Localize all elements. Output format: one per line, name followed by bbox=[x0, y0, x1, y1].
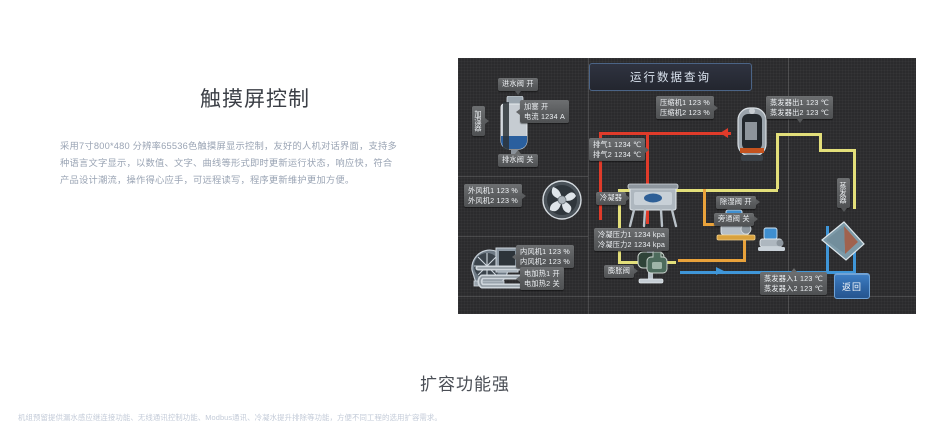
hmi-title-bar: 运行数据查询 bbox=[589, 63, 752, 91]
pipe-liquid-top-h bbox=[776, 133, 821, 136]
label-dehumid-valve: 除湿阀 开 bbox=[716, 196, 760, 209]
label-condenser: 冷凝器 bbox=[596, 192, 631, 205]
divider-vertical-left bbox=[588, 58, 589, 314]
label-drain-valve: 排水阀 关 bbox=[498, 150, 538, 167]
bottom-section-heading: 扩容功能强 bbox=[420, 375, 510, 394]
label-discharge-temp-2: 排气2 1234 ℃ bbox=[593, 149, 642, 159]
pipe-liquid-mid-drop bbox=[618, 189, 621, 263]
label-evap-out-2: 蒸发器出2 123 ℃ bbox=[770, 107, 830, 117]
label-evaporator: 蒸发器 bbox=[837, 178, 850, 212]
label-evaporator-inlet-temps: 蒸发器入1 123 ℃ 蒸发器入2 123 ℃ bbox=[760, 268, 828, 295]
compressor-icon bbox=[732, 104, 772, 164]
bottom-section-caption: 机组预留提供漏水感应继连接功能、无线通讯控制功能、Modbus通讯、冷凝水提升排… bbox=[18, 413, 442, 422]
label-discharge-temp-1: 排气1 1234 ℃ bbox=[593, 140, 642, 149]
label-compressor-1: 压缩机1 123 % bbox=[660, 98, 710, 107]
pipe-liquid-right2 bbox=[819, 149, 855, 152]
pipe-liquid-right bbox=[819, 133, 822, 151]
divider-vertical-right bbox=[788, 58, 789, 314]
label-electric-heater-2: 电加热2 关 bbox=[524, 278, 560, 288]
label-evap-in-2: 蒸发器入2 123 ℃ bbox=[764, 283, 824, 293]
return-button[interactable]: 返回 bbox=[834, 273, 870, 299]
label-indoor-fan-2: 内风机2 123 % bbox=[520, 256, 570, 266]
divider-horizontal-1 bbox=[458, 176, 588, 177]
page-title: 触摸屏控制 bbox=[200, 88, 310, 111]
label-evap-in-1: 蒸发器入1 123 ℃ bbox=[764, 274, 824, 283]
pipe-suction-evap bbox=[826, 226, 829, 272]
label-bypass-valve: 旁通阀 关 bbox=[714, 213, 758, 226]
pipe-hot-gas-horizontal bbox=[599, 132, 731, 135]
label-outdoor-fan-1: 外风机1 123 % bbox=[468, 186, 518, 195]
axial-fan-icon bbox=[540, 180, 584, 222]
label-cond-pressure-1: 冷凝压力1 1234 kpa bbox=[598, 230, 666, 239]
touchscreen-text-column: 触摸屏控制 采用7寸800*480 分辨率65536色触摸屏显示控制，友好的人机… bbox=[0, 0, 450, 330]
label-heater-state: 加塞 开 bbox=[524, 102, 549, 111]
label-indoor-fan-1: 内风机1 123 % bbox=[520, 247, 570, 256]
label-evaporator-outlet-temps: 蒸发器出1 123 ℃ 蒸发器出2 123 ℃ bbox=[766, 96, 834, 123]
divider-horizontal-bottom bbox=[458, 296, 916, 297]
pipe-bypass-bottom bbox=[678, 259, 746, 262]
label-heater-current: 加塞 开 电流 1234 A bbox=[516, 100, 569, 123]
pipe-bypass-vertical bbox=[703, 189, 706, 225]
pipe-liquid-evap bbox=[853, 149, 856, 209]
label-evap-out-1: 蒸发器出1 123 ℃ bbox=[770, 98, 830, 107]
evaporator-icon bbox=[818, 218, 870, 266]
pipe-arrow-suction bbox=[716, 267, 724, 275]
label-heater-current-value: 电流 1234 A bbox=[524, 111, 565, 121]
label-discharge-temps: 排气1 1234 ℃ 排气2 1234 ℃ bbox=[589, 138, 650, 161]
label-cond-pressure-2: 冷凝压力2 1234 kpa bbox=[598, 239, 666, 249]
label-humidifier: 加湿器 bbox=[472, 106, 489, 136]
label-electric-heater-1: 电加热1 开 bbox=[524, 269, 560, 278]
pipe-liquid-mid-h bbox=[618, 189, 778, 192]
section-description: 采用7寸800*480 分辨率65536色触摸屏显示控制，友好的人机对话界面，支… bbox=[60, 141, 397, 185]
divider-horizontal-2 bbox=[458, 236, 588, 237]
pipe-bypass-down bbox=[743, 223, 746, 261]
pipe-hot-gas-drop-a bbox=[599, 132, 602, 220]
label-expansion-valve: 膨胀阀 bbox=[604, 265, 639, 278]
pipe-hot-gas-drop-b bbox=[646, 132, 649, 224]
pipe-liquid-top bbox=[776, 133, 779, 189]
label-indoor-fans: 内风机1 123 % 内风机2 123 % bbox=[512, 245, 574, 268]
label-compressor-2: 压缩机2 123 % bbox=[660, 107, 710, 117]
label-electric-heaters: 电加热1 开 电加热2 关 bbox=[516, 267, 564, 290]
hmi-touchscreen-panel[interactable]: 运行数据查询 bbox=[458, 58, 916, 314]
label-outdoor-fan-2: 外风机2 123 % bbox=[468, 195, 518, 205]
pipe-arrow-hot-gas bbox=[720, 128, 728, 138]
condenser-icon bbox=[624, 182, 682, 228]
label-condensing-pressures: 冷凝压力1 1234 kpa 冷凝压力2 1234 kpa bbox=[594, 228, 670, 251]
condensate-pump-icon bbox=[644, 250, 670, 276]
auxiliary-pump-icon bbox=[756, 226, 788, 254]
label-inlet-valve: 进水阀 开 bbox=[498, 78, 538, 94]
label-compressors: 压缩机1 123 % 压缩机2 123 % bbox=[656, 96, 718, 119]
label-outdoor-fans: 外风机1 123 % 外风机2 123 % bbox=[464, 184, 526, 207]
pipe-suction-right bbox=[853, 246, 856, 273]
